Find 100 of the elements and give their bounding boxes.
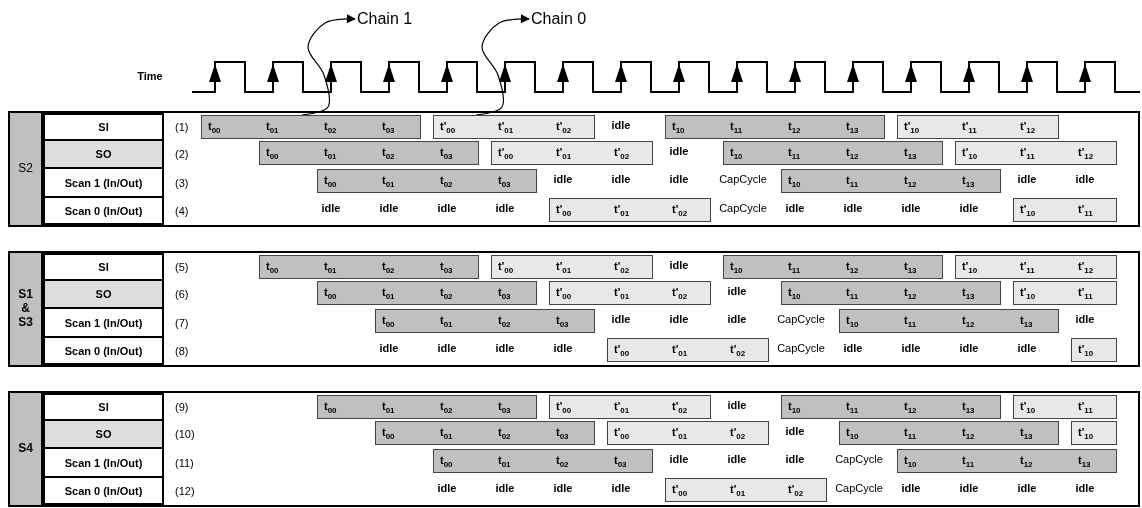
slot-label: idle bbox=[437, 342, 457, 354]
pattern-label: t$_{11}$ bbox=[846, 286, 859, 298]
pattern-label: t'$_{01}$ bbox=[614, 400, 630, 412]
slot-label: CapCycle bbox=[777, 342, 825, 354]
pattern-bar bbox=[607, 338, 769, 362]
slot-label: idle bbox=[379, 202, 399, 214]
signal-name: Scan 1 (In/Out) bbox=[64, 456, 143, 469]
pattern-label: t$_{10}$ bbox=[672, 120, 685, 132]
pattern-label: t$_{11}$ bbox=[904, 314, 917, 326]
signal-name: SI bbox=[98, 261, 109, 273]
pattern-label: t$_{12}$ bbox=[904, 286, 917, 298]
slot-label: idle bbox=[1075, 313, 1095, 325]
pattern-label: t$_{03}$ bbox=[440, 260, 453, 272]
pattern-label: t$_{13}$ bbox=[1078, 454, 1091, 466]
slot-label: CapCycle bbox=[777, 313, 825, 325]
signal-name: Scan 0 (In/Out) bbox=[64, 204, 143, 217]
pattern-label: t$_{01}$ bbox=[382, 174, 395, 186]
signal-name: SO bbox=[95, 428, 112, 440]
pattern-bar bbox=[897, 115, 1059, 139]
slot-label: CapCycle bbox=[835, 453, 883, 465]
slot-label: idle bbox=[379, 342, 399, 354]
pattern-label: t'$_{00}$ bbox=[556, 400, 572, 412]
pattern-label: t$_{13}$ bbox=[904, 146, 917, 158]
slot-label: idle bbox=[553, 173, 573, 185]
row-number: (7) bbox=[175, 316, 189, 329]
slot-label: idle bbox=[727, 313, 747, 325]
slot-label: idle bbox=[669, 313, 689, 325]
slot-label: idle bbox=[1075, 173, 1095, 185]
pattern-label: t$_{10}$ bbox=[788, 400, 801, 412]
pattern-bar bbox=[549, 395, 711, 419]
pattern-label: t$_{12}$ bbox=[846, 260, 859, 272]
slot-label: idle bbox=[1075, 482, 1095, 494]
pattern-label: t$_{02}$ bbox=[440, 174, 453, 186]
pattern-label: t$_{00}$ bbox=[266, 260, 279, 272]
pattern-bar bbox=[1013, 395, 1117, 419]
pattern-label: t$_{00}$ bbox=[266, 146, 279, 158]
pattern-label: t$_{12}$ bbox=[904, 400, 917, 412]
pattern-label: t$_{13}$ bbox=[962, 174, 975, 186]
pattern-label: t'$_{10}$ bbox=[1020, 286, 1036, 298]
pattern-label: t$_{12}$ bbox=[962, 426, 975, 438]
pattern-label: t'$_{02}$ bbox=[614, 146, 630, 158]
slot-label: idle bbox=[611, 313, 631, 325]
pattern-label: t$_{00}$ bbox=[324, 400, 337, 412]
pattern-label: t'$_{01}$ bbox=[498, 120, 514, 132]
pattern-label: t$_{11}$ bbox=[788, 146, 801, 158]
row-number: (2) bbox=[175, 148, 189, 160]
pattern-label: t'$_{01}$ bbox=[556, 146, 572, 158]
pattern-label: t$_{01}$ bbox=[324, 260, 337, 272]
pattern-label: t'$_{02}$ bbox=[730, 343, 746, 355]
slot-label: idle bbox=[437, 482, 457, 494]
slot-label: idle bbox=[495, 202, 515, 214]
pattern-bar bbox=[1013, 281, 1117, 305]
pattern-label: t'$_{02}$ bbox=[672, 203, 688, 215]
pattern-bar bbox=[549, 281, 711, 305]
row-number: (6) bbox=[175, 288, 189, 300]
pattern-label: t'$_{11}$ bbox=[1078, 286, 1093, 298]
slot-label: idle bbox=[1017, 173, 1037, 185]
pattern-label: t'$_{12}$ bbox=[1078, 146, 1094, 158]
pattern-label: t$_{02}$ bbox=[556, 454, 569, 466]
pattern-bar bbox=[259, 255, 479, 279]
pattern-label: t$_{01}$ bbox=[382, 286, 395, 298]
pattern-label: t'$_{00}$ bbox=[498, 146, 514, 158]
pattern-label: t$_{00}$ bbox=[440, 454, 453, 466]
signal-name: SI bbox=[98, 121, 109, 133]
pattern-label: t'$_{11}$ bbox=[1020, 260, 1035, 272]
pattern-label: t$_{10}$ bbox=[788, 174, 801, 186]
slot-label: idle bbox=[727, 453, 747, 465]
pattern-label: t$_{02}$ bbox=[440, 400, 453, 412]
pattern-bar bbox=[317, 281, 537, 305]
pattern-bar bbox=[723, 255, 943, 279]
pattern-label: t$_{13}$ bbox=[904, 260, 917, 272]
slot-label: idle bbox=[669, 145, 689, 157]
pattern-bar bbox=[317, 169, 537, 193]
row-number: (5) bbox=[175, 261, 189, 273]
pattern-label: t$_{02}$ bbox=[498, 314, 511, 326]
pattern-label: t$_{00}$ bbox=[382, 314, 395, 326]
pattern-bar bbox=[491, 255, 653, 279]
pattern-label: t'$_{00}$ bbox=[556, 286, 572, 298]
pattern-label: t'$_{00}$ bbox=[672, 483, 688, 495]
pattern-bar bbox=[1071, 338, 1117, 362]
slot-label: idle bbox=[727, 399, 747, 411]
pattern-label: t'$_{10}$ bbox=[1078, 343, 1094, 355]
pattern-label: t'$_{00}$ bbox=[556, 203, 572, 215]
slot-label: idle bbox=[901, 202, 921, 214]
pattern-label: t$_{13}$ bbox=[962, 286, 975, 298]
row-number: (3) bbox=[175, 176, 189, 189]
pattern-label: t$_{10}$ bbox=[846, 426, 859, 438]
pattern-label: t'$_{11}$ bbox=[1078, 203, 1093, 215]
pattern-label: t'$_{10}$ bbox=[1020, 400, 1036, 412]
row-number: (10) bbox=[175, 428, 195, 440]
signal-name: Scan 1 (In/Out) bbox=[64, 316, 143, 329]
slot-label: idle bbox=[669, 259, 689, 271]
pattern-bar bbox=[375, 421, 595, 445]
axis-title: Time bbox=[137, 70, 163, 82]
pattern-label: t$_{13}$ bbox=[1020, 426, 1033, 438]
slot-label: idle bbox=[1017, 482, 1037, 494]
slot-label: CapCycle bbox=[719, 173, 767, 185]
pattern-label: t$_{11}$ bbox=[904, 426, 917, 438]
pattern-bar bbox=[665, 115, 885, 139]
pattern-label: t$_{10}$ bbox=[788, 286, 801, 298]
